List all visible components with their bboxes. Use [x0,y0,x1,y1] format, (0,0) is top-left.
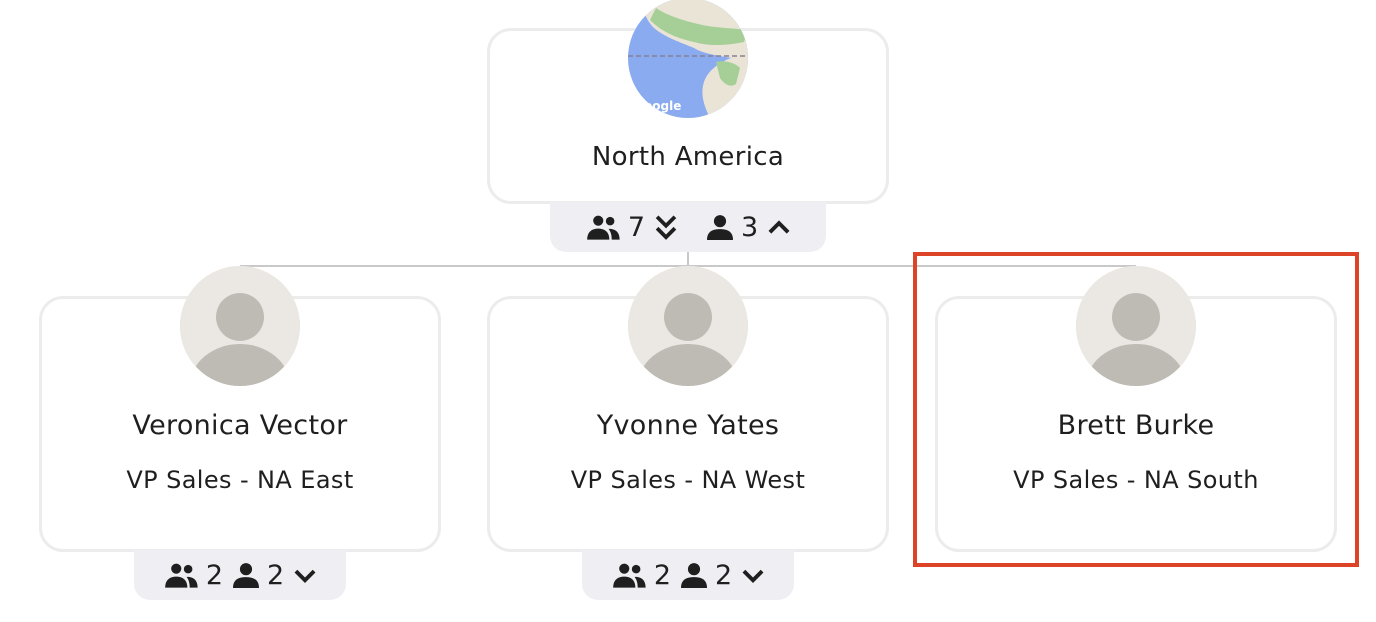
avatar [628,266,748,386]
direct-count: 3 [741,211,759,243]
direct-count: 2 [715,559,733,591]
avatar [180,266,300,386]
person-icon [705,214,735,240]
direct-count: 2 [267,559,285,591]
group-icon [162,562,200,588]
team-count: 2 [653,559,671,591]
connector-vertical [687,250,689,266]
group-icon [584,214,622,240]
double-chevron-down-icon[interactable] [653,213,679,241]
chevron-up-icon[interactable] [766,217,792,237]
node-title: VP Sales - NA West [570,466,806,494]
node-actions-bar: 2 2 [134,550,346,600]
person-icon [679,562,709,588]
group-icon [610,562,648,588]
chevron-down-icon[interactable] [740,565,766,585]
node-name: Yvonne Yates [596,410,780,441]
team-count: 2 [205,559,223,591]
node-title: VP Sales - NA South [1013,466,1259,494]
node-actions-bar: 7 3 [550,202,826,252]
node-name: Veronica Vector [132,410,348,441]
team-count: 7 [627,211,645,243]
node-name: North America [591,142,785,172]
avatar [1076,266,1196,386]
node-title: VP Sales - NA East [126,466,354,494]
node-actions-bar: 2 2 [582,550,794,600]
person-icon [231,562,261,588]
selection-highlight [913,252,1359,567]
map-avatar: oogle [628,0,748,118]
chevron-down-icon[interactable] [292,565,318,585]
node-name: Brett Burke [1057,410,1215,441]
